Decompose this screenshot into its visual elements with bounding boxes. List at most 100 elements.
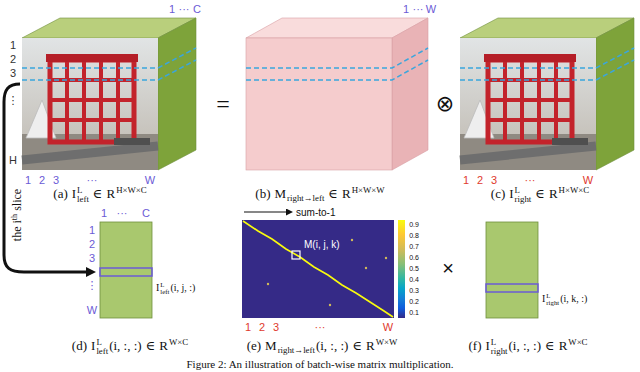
panel-caption: (i, :, :) <box>509 338 542 353</box>
column-index: ··· <box>413 3 424 15</box>
slice-note-group: the ithslice <box>11 189 25 241</box>
index-stack: Lleft <box>160 282 169 296</box>
panel-caption: (i, :, :) <box>316 338 349 353</box>
element-label-group: M(i, j, k) <box>304 239 340 250</box>
channel-index-group: C <box>142 207 150 219</box>
index-stack: Lright <box>546 293 559 307</box>
panel-caption: I <box>91 338 95 353</box>
channel-index: C <box>142 207 150 219</box>
column-index: W <box>583 174 593 186</box>
column-index-group: 3 <box>491 174 497 186</box>
panel-caption: W×C <box>169 337 188 347</box>
column-index-group: 1 <box>403 3 409 15</box>
row-index-group: ⋮ <box>8 94 19 106</box>
column-index-group: 2 <box>39 174 45 186</box>
panel-caption: W×C <box>568 337 587 347</box>
panel-caption-superscript: L <box>77 186 89 195</box>
column-index: 2 <box>259 321 265 333</box>
panel-caption-subscript: right <box>515 195 532 204</box>
panel-caption: ∈ <box>146 338 156 353</box>
colorbar-tick: 0.8 <box>409 232 419 239</box>
index-stack: Lleft <box>77 186 89 204</box>
column-index-group: W <box>583 174 593 186</box>
column-index: 3 <box>273 321 279 333</box>
times-sign-group: × <box>442 257 454 279</box>
panel-caption: R <box>366 338 375 353</box>
slice-label-group: ILleft(i, j, :) <box>156 282 195 296</box>
column-index: ··· <box>315 321 326 333</box>
column-index: 1 <box>403 3 409 15</box>
panel-caption: (e) <box>247 338 261 353</box>
colorbar-tick-group: 0.1 <box>409 309 419 317</box>
row-index-group: H <box>9 154 17 166</box>
row-index: 3 <box>89 252 95 264</box>
panel-caption-superscript: L <box>96 338 108 347</box>
panel-caption: (a) <box>53 186 67 201</box>
slice-label-subscript: left <box>160 289 169 296</box>
sum-note: sum-to-1 <box>296 207 335 218</box>
column-index: ··· <box>525 174 536 186</box>
colorbar-tick: 0.6 <box>409 254 419 261</box>
colorbar-tick: 0.7 <box>409 243 419 250</box>
panel-caption: ∈ <box>352 338 362 353</box>
panel-caption: ∈ <box>93 186 103 201</box>
column-index: ··· <box>87 174 98 186</box>
channel-index-group: 1 <box>101 207 107 219</box>
element-label: M(i, j, k) <box>304 239 340 250</box>
colorbar-tick: 0.4 <box>409 276 419 283</box>
channel-index-group: 1 <box>169 3 175 15</box>
channel-index: C <box>193 3 201 15</box>
panel-caption: I <box>72 186 76 201</box>
colorbar-tick-group: 0.5 <box>409 265 419 273</box>
index-stack: Lright <box>491 338 508 356</box>
column-index: W <box>383 321 393 333</box>
panel-caption: ∈ <box>535 186 545 201</box>
slice-note: slice <box>11 189 25 211</box>
row-index-group: W <box>87 304 97 316</box>
channel-index: 1 <box>101 207 107 219</box>
colorbar-tick-group: 0.9 <box>409 221 419 229</box>
index-stack: Lright <box>515 186 532 204</box>
slice-label: I <box>542 293 545 304</box>
panel-caption: (b) <box>255 186 270 201</box>
panel-caption: (d) <box>72 338 87 353</box>
panel-caption-group: (d)ILleft(i, :, :)∈RW×C <box>72 338 188 356</box>
channel-index: ··· <box>179 3 190 15</box>
equals-sign-group: = <box>216 91 230 117</box>
equals-sign: = <box>216 91 230 117</box>
column-index-group: 3 <box>53 174 59 186</box>
panel-caption-subscript: left <box>77 195 89 204</box>
column-index-group: 2 <box>477 174 483 186</box>
row-index-group: ⋮ <box>87 279 98 291</box>
row-index-group: 2 <box>10 53 16 65</box>
slice-label: I <box>156 282 159 293</box>
panel-caption-subscript: left <box>96 347 108 356</box>
column-index-group: 2 <box>259 321 265 333</box>
column-index-group: 1 <box>245 321 251 333</box>
panel-caption-group: (f)ILright(i, :, :)∈RW×C <box>468 338 587 356</box>
panel-caption: R <box>342 186 351 201</box>
column-index: W <box>426 3 436 15</box>
row-index-group: 1 <box>89 224 95 236</box>
row-index: W <box>87 304 97 316</box>
colorbar-tick-group: 0.6 <box>409 254 419 262</box>
panel-caption: (i, :, :) <box>109 338 142 353</box>
row-index: 2 <box>89 238 95 250</box>
panel-caption: I <box>485 338 489 353</box>
column-index-group: W <box>383 321 393 333</box>
column-index: W <box>145 174 155 186</box>
row-index: ⋮ <box>8 94 19 106</box>
panel-caption: right→left <box>287 193 324 203</box>
row-index-group: 3 <box>10 67 16 79</box>
column-index: 1 <box>245 321 251 333</box>
row-index: 2 <box>10 53 16 65</box>
column-index-group: W <box>426 3 436 15</box>
colorbar-tick-group: 0.3 <box>409 287 419 295</box>
column-index-group: 1 <box>463 174 469 186</box>
panel-caption: (c) <box>491 186 505 201</box>
panel-caption: (f) <box>468 338 481 353</box>
colorbar-tick: 0.9 <box>409 221 419 228</box>
panel-caption-superscript: L <box>515 186 532 195</box>
panel-caption: W×W <box>376 337 398 347</box>
slice-note: the i <box>11 220 25 241</box>
